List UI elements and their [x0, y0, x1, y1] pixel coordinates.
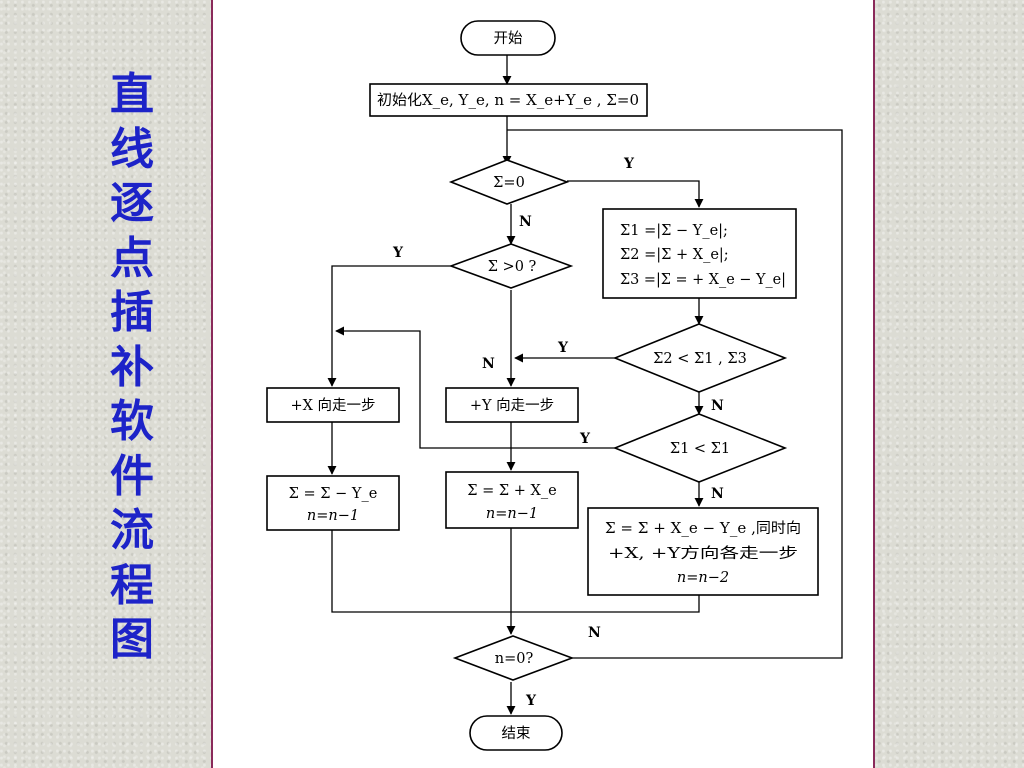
init-label: 初始化X_e, Y_e, n = X_e+Y_e , Σ=0 [377, 92, 639, 109]
label-yes: Y [623, 156, 635, 172]
calc-line-3: Σ3 =|Σ = + X_e − Y_e| [620, 272, 786, 288]
title-char: 软 [110, 396, 154, 447]
calc-box: Σ1 =|Σ − Y_e|; Σ2 =|Σ + X_e|; Σ3 =|Σ = +… [602, 208, 797, 299]
start-label: 开始 [494, 30, 523, 47]
update-y-box: Σ = Σ + X_e n=n−1 [445, 471, 579, 529]
step-y-box: +Y 向走一步 [445, 387, 579, 423]
update-xy-line-3: n=n−2 [677, 570, 729, 586]
flowchart: Y N Y Y N N Y N N Y 开始 初始化X_e, Y_e, n = … [266, 20, 843, 751]
label-no: N [711, 398, 724, 414]
decision-sigma-positive-label: Σ >0 ? [488, 259, 537, 275]
calc-line-2: Σ2 =|Σ + X_e|; [620, 247, 729, 263]
connectors [327, 55, 843, 715]
title-char: 直 [110, 69, 154, 120]
label-no: N [588, 625, 601, 641]
update-xy-line-1: Σ = Σ + X_e − Y_e ,同时向 [605, 520, 801, 537]
decision-sigma-zero: Σ=0 [448, 159, 570, 205]
end-label: 结束 [502, 725, 531, 742]
title-char: 逐 [110, 178, 154, 229]
init-box: 初始化X_e, Y_e, n = X_e+Y_e , Σ=0 [369, 83, 648, 117]
title-char: 线 [110, 123, 154, 175]
diagram-panel: Y N Y Y N N Y N N Y 开始 初始化X_e, Y_e, n = … [211, 0, 875, 768]
label-no: N [711, 486, 724, 502]
update-xy-box: Σ = Σ + X_e − Y_e ,同时向 +X, +Y方向各走一步 n=n−… [587, 507, 819, 596]
decision-s1-less: Σ1 < Σ1 [612, 413, 788, 483]
title-char: 流 [110, 505, 154, 556]
title-char: 程 [110, 559, 154, 611]
title-char: 点 [110, 232, 154, 284]
decision-s2-less: Σ2 < Σ1 , Σ3 [612, 323, 788, 393]
label-no: N [482, 356, 495, 372]
decision-sigma-zero-label: Σ=0 [493, 175, 525, 191]
start-terminal: 开始 [460, 20, 556, 56]
decision-s1-less-label: Σ1 < Σ1 [670, 441, 730, 457]
update-xy-line-2: +X, +Y方向各走一步 [608, 545, 798, 562]
label-yes: Y [392, 245, 404, 261]
title-char: 件 [110, 450, 154, 502]
step-y-label: +Y 向走一步 [470, 397, 554, 414]
calc-line-1: Σ1 =|Σ − Y_e|; [620, 223, 728, 239]
decision-n-zero: n=0? [452, 635, 575, 681]
update-y-line-1: Σ = Σ + X_e [467, 483, 556, 499]
update-y-line-2: n=n−1 [486, 506, 538, 522]
step-x-label: +X 向走一步 [290, 397, 375, 414]
label-no: N [519, 214, 532, 230]
label-yes: Y [579, 431, 591, 447]
step-x-box: +X 向走一步 [266, 387, 400, 423]
update-x-line-2: n=n−1 [307, 508, 359, 524]
decision-sigma-positive: Σ >0 ? [448, 243, 574, 289]
decision-n-zero-label: n=0? [495, 651, 534, 667]
decision-s2-less-label: Σ2 < Σ1 , Σ3 [653, 351, 747, 367]
title-char: 插 [110, 287, 154, 338]
vertical-title: 直 线 逐 点 插 补 软 件 流 程 图 [100, 68, 164, 668]
title-char: 补 [110, 341, 154, 393]
update-x-box: Σ = Σ − Y_e n=n−1 [266, 475, 400, 531]
update-x-line-1: Σ = Σ − Y_e [289, 486, 378, 502]
label-yes: Y [557, 340, 569, 356]
label-yes: Y [525, 693, 537, 709]
end-terminal: 结束 [469, 715, 563, 751]
title-char: 图 [110, 614, 154, 665]
